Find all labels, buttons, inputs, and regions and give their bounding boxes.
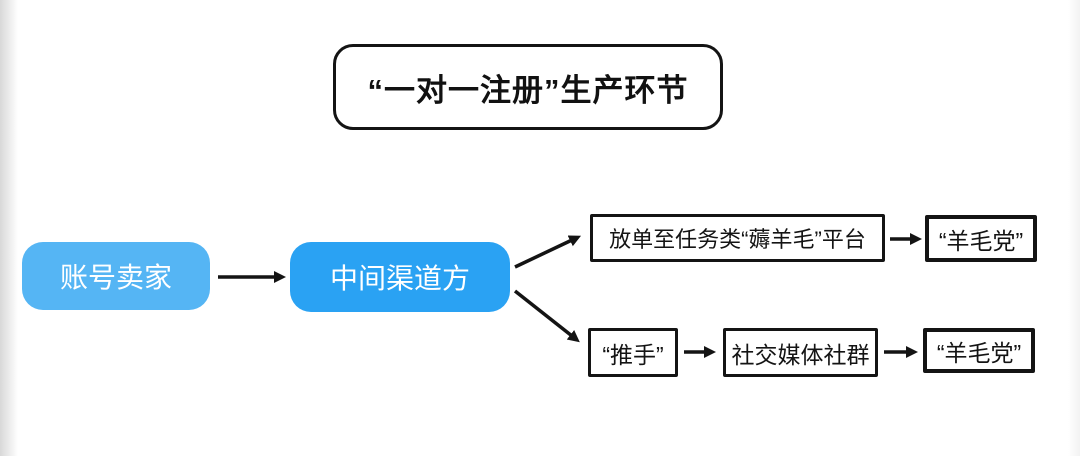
node-account-seller: 账号卖家 [22,242,210,310]
node-wool-party-bottom-label: “羊毛党” [936,339,1022,366]
diagram-title-box: “一对一注册”生产环节 [333,44,723,130]
node-social-media-groups-label: 社交媒体社群 [731,341,870,368]
node-wool-party-bottom: “羊毛党” [923,328,1035,373]
node-middleman-channel-label: 中间渠道方 [329,263,470,294]
node-social-media-groups: 社交媒体社群 [723,328,878,377]
node-middleman-channel: 中间渠道方 [290,242,510,312]
node-task-platform: 放单至任务类“薅羊毛”平台 [590,214,885,262]
node-pusher: “推手” [588,328,678,377]
node-wool-party-top: “羊毛党” [925,215,1037,262]
node-pusher-label: “推手” [602,341,664,368]
left-edge-shadow [0,0,18,456]
node-wool-party-top-label: “羊毛党” [938,227,1024,254]
right-edge-shadow [1068,0,1080,456]
node-task-platform-label: 放单至任务类“薅羊毛”平台 [609,227,866,252]
node-account-seller-label: 账号卖家 [59,262,172,293]
diagram-title: “一对一注册”生产环节 [367,72,689,108]
